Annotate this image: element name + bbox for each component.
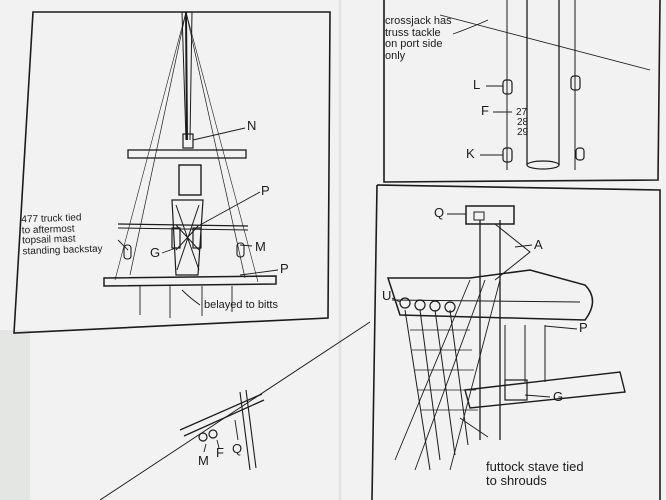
bottom-right-panel-frame	[371, 184, 661, 500]
label-q-bottom: Q	[232, 441, 243, 456]
left-panel	[13, 11, 331, 334]
top-right-panel-frame	[383, 0, 661, 183]
label-l: L	[473, 77, 481, 92]
truck-tied-annotation: 477 truck tied to aftermost topsail mast…	[21, 212, 103, 257]
label-f: F	[481, 103, 489, 118]
label-a: A	[534, 237, 543, 252]
label-f-bottom: F	[216, 445, 224, 460]
label-p: P	[579, 320, 588, 335]
label-q: Q	[434, 205, 445, 220]
label-m-bottom: M	[198, 453, 209, 468]
belayed-to-bitts-note: belayed to bitts	[204, 299, 278, 311]
label-g-lower: G	[553, 389, 564, 404]
label-k: K	[466, 146, 475, 161]
number-29: 29	[517, 127, 529, 138]
label-g: G	[150, 245, 161, 260]
label-n: N	[247, 118, 257, 133]
left-panel-frame	[13, 11, 331, 334]
number-27: 27	[516, 107, 528, 118]
label-p-lower: P	[280, 261, 289, 276]
bottom-left-sketch	[99, 321, 371, 500]
bottom-right-panel	[371, 184, 661, 500]
futtock-stave-note: futtock stave tied to shrouds	[486, 459, 584, 488]
top-right-panel	[383, 0, 661, 183]
number-28: 28	[517, 117, 529, 128]
crossjack-note: crossjack has truss tackle on port side …	[385, 15, 452, 62]
label-p-upper: P	[261, 183, 270, 198]
label-m: M	[255, 239, 266, 254]
label-u: U	[382, 288, 392, 303]
